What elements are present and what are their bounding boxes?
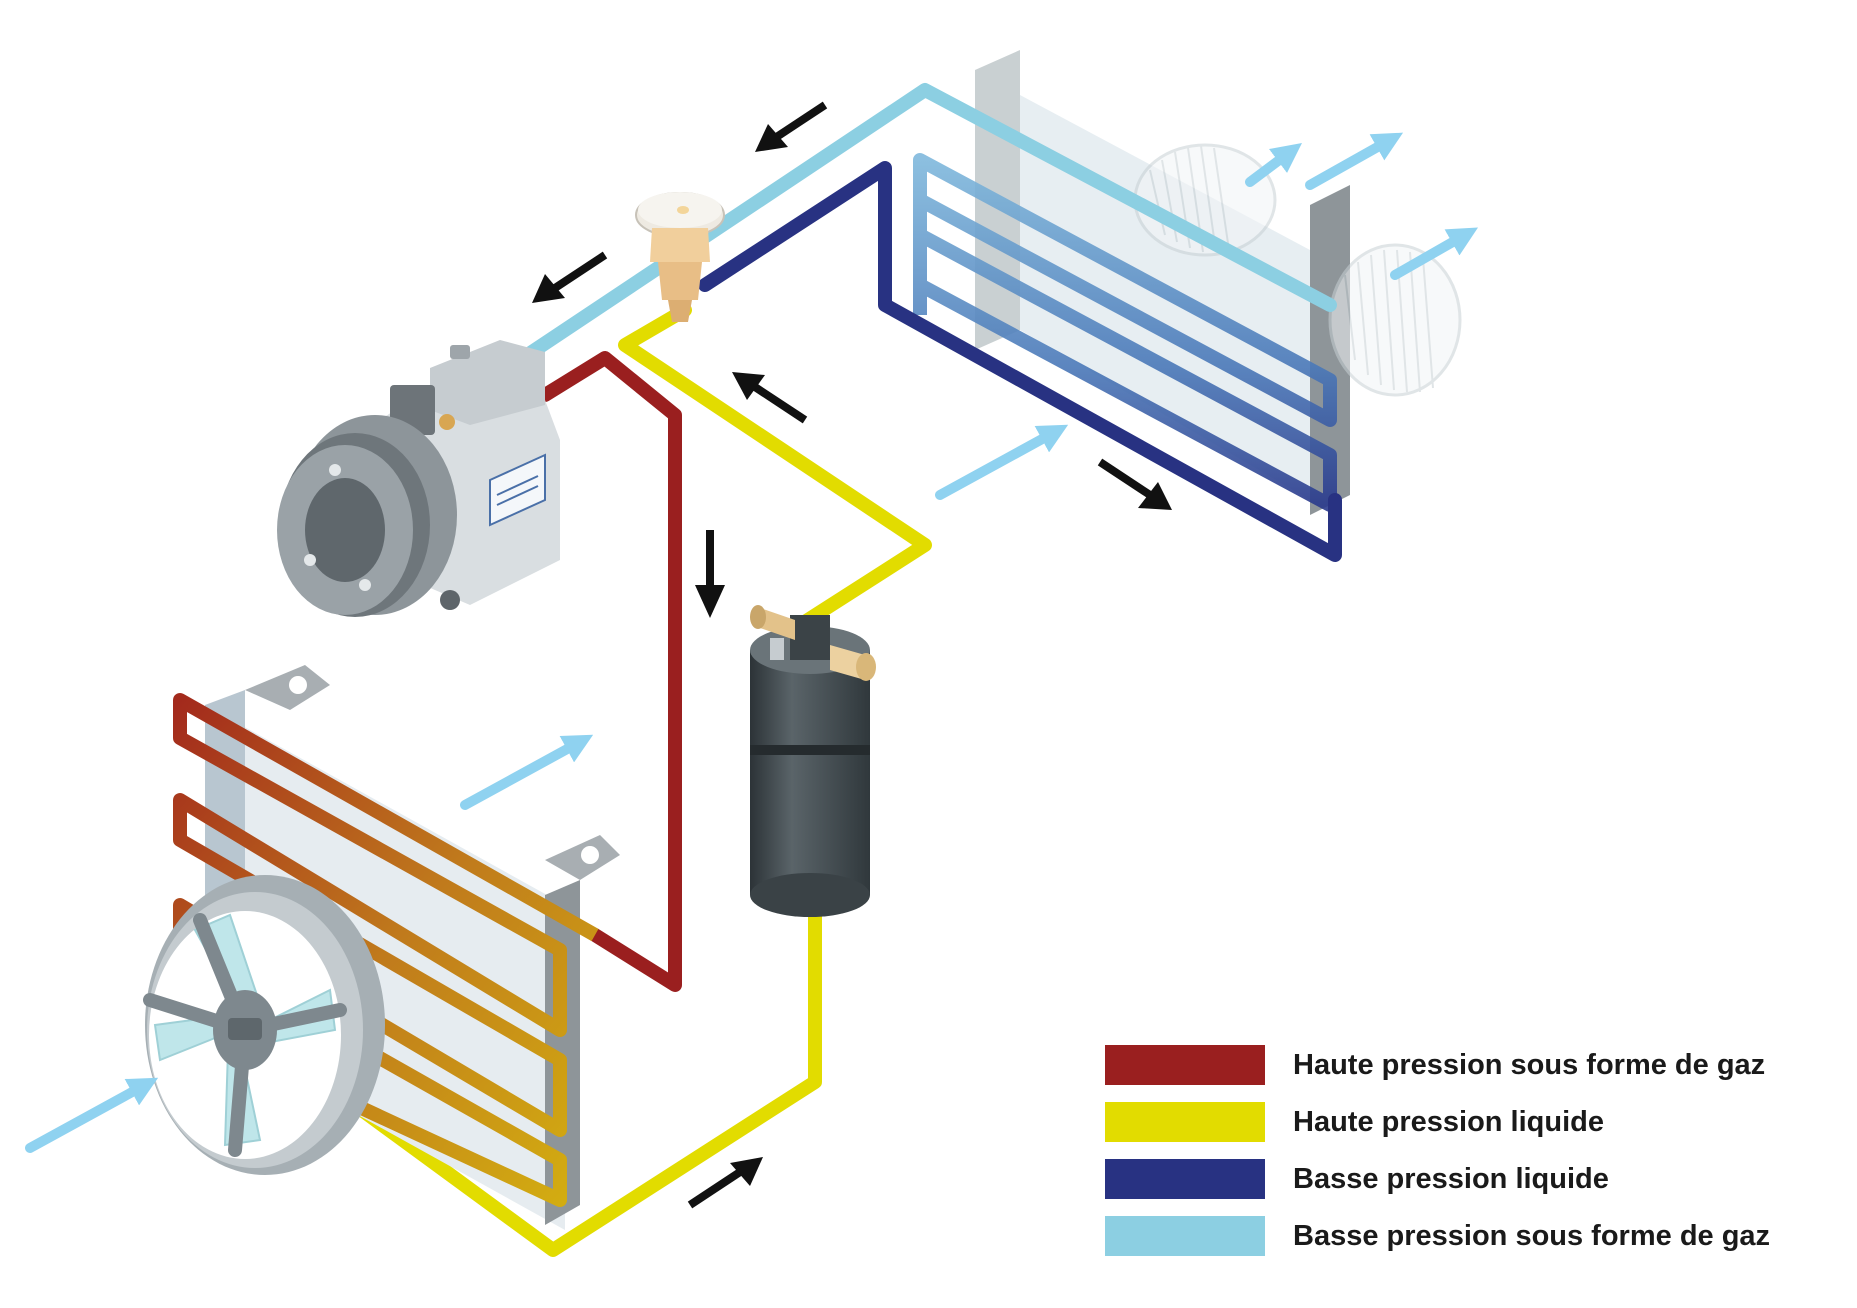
legend-item-high-pressure-liquid: Haute pression liquide xyxy=(1105,1102,1825,1159)
legend-label: Haute pression liquide xyxy=(1293,1106,1604,1138)
air-arrow-blower-outlet-1 xyxy=(1245,143,1302,187)
fan-spokes xyxy=(143,913,347,1157)
line-high-pressure-liquid-upper xyxy=(618,303,932,632)
flow-arrow-discharge xyxy=(695,530,725,618)
flow-arrow-suction-upper xyxy=(755,101,828,152)
line-low-pressure-gas xyxy=(513,83,1337,367)
line-low-pressure-liquid xyxy=(698,161,1342,562)
legend-item-high-pressure-gas: Haute pression sous forme de gaz xyxy=(1105,1045,1825,1102)
air-arrow-condenser-outlet xyxy=(460,734,594,810)
air-arrow-condenser-inlet xyxy=(25,1077,159,1153)
flow-arrow-to-valve xyxy=(732,372,808,424)
air-arrow-evaporator-inlet xyxy=(935,424,1069,500)
condenser-core xyxy=(205,705,565,1230)
legend-swatch-low-pressure-liquid xyxy=(1105,1159,1265,1199)
legend-label: Haute pression sous forme de gaz xyxy=(1293,1049,1766,1081)
legend-item-low-pressure-liquid: Basse pression liquide xyxy=(1105,1159,1825,1216)
legend-swatch-high-pressure-liquid xyxy=(1105,1102,1265,1142)
line-high-pressure-gas xyxy=(538,351,682,992)
legend-item-low-pressure-gas: Basse pression sous forme de gaz xyxy=(1105,1216,1825,1273)
condenser-left-bracket xyxy=(245,665,330,710)
expansion-valve xyxy=(635,192,725,322)
receiver-drier xyxy=(750,605,876,917)
flow-arrow-suction-lower xyxy=(532,251,608,303)
legend-swatch-high-pressure-gas xyxy=(1105,1045,1265,1085)
air-arrow-blower-outlet-2 xyxy=(1305,132,1404,190)
refrigerant-flow-arrows xyxy=(532,101,1172,1209)
condenser-fan xyxy=(143,875,385,1175)
condenser-coil xyxy=(173,693,599,1207)
air-flow-arrows xyxy=(25,132,1479,1153)
legend-label: Basse pression sous forme de gaz xyxy=(1293,1220,1771,1252)
legend: Haute pression sous forme de gaz Haute p… xyxy=(1105,1045,1825,1273)
legend-label: Basse pression liquide xyxy=(1293,1163,1609,1195)
flow-arrow-to-drier xyxy=(687,1157,763,1209)
evaporator-coil xyxy=(913,153,1337,512)
line-high-pressure-liquid-lower xyxy=(348,888,822,1257)
condenser xyxy=(173,665,620,1230)
flow-arrow-evaporator-outlet xyxy=(1097,458,1172,510)
compressor xyxy=(277,340,560,617)
evaporator-side-panel xyxy=(1310,185,1350,515)
air-arrow-blower-outlet-3 xyxy=(1390,227,1479,280)
legend-swatch-low-pressure-gas xyxy=(1105,1216,1265,1256)
